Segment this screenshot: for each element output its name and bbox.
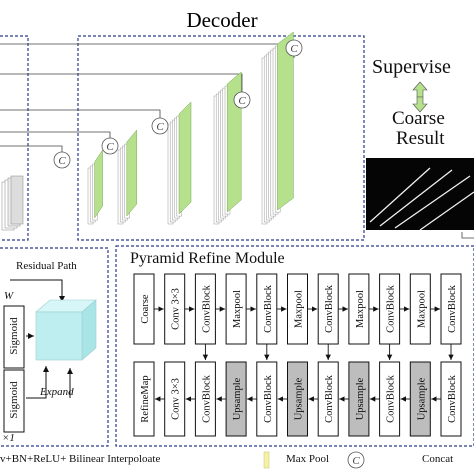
encoder-feature-stack <box>1 175 24 231</box>
x1-label: ×1 <box>2 432 15 444</box>
prm-bottom-block-3: ConvBlock <box>194 361 216 437</box>
prm-bottom-block-label: ConvBlock <box>201 374 212 423</box>
concat-icon-5: C <box>285 39 303 57</box>
prm-bottom-block-label: RefineMap <box>140 375 151 422</box>
prm-bottom-block-6: Upsample <box>287 361 308 437</box>
concat-icon-4: C <box>233 91 251 109</box>
prm-top-block-label: ConvBlock <box>324 284 335 333</box>
concat-icon-symbol: C <box>290 43 298 55</box>
prm-bottom-block-label: Upsample <box>416 377 427 420</box>
prm-top-block-6: Maxpool <box>287 273 308 345</box>
prm-bottom-block-4: Upsample <box>225 361 247 437</box>
prm-top-block-2: Conv 3×3 <box>164 273 186 345</box>
legend-maxpool-item: Max Pool <box>286 453 330 465</box>
prm-top-block-11: ConvBlock <box>440 273 462 345</box>
prm-top-block-1: Coarse <box>133 273 155 345</box>
prm-top-block-label: Maxpool <box>416 290 427 328</box>
prm-bottom-block-2: Conv 3×3 <box>164 361 186 437</box>
prm-top-block-5: ConvBlock <box>256 273 278 345</box>
result-label: Result <box>396 128 445 149</box>
prm-box <box>115 245 474 447</box>
sigmoid-label-top: Sigmoid <box>8 317 20 355</box>
decoder-stage-2 <box>117 129 138 225</box>
prm-top-block-label: Maxpool <box>355 290 366 328</box>
sigmoid-block-top <box>3 305 25 369</box>
prm-top-block-label: ConvBlock <box>386 284 397 333</box>
prm-top-block-label: ConvBlock <box>201 284 212 333</box>
concat-icon-1: C <box>53 151 71 169</box>
prm-bottom-block-label: Conv 3×3 <box>171 378 182 420</box>
w-label: W <box>4 290 14 302</box>
concat-icon-2: C <box>101 137 119 155</box>
prm-top-block-label: Conv 3×3 <box>171 288 182 330</box>
prm-bottom-block-label: Upsample <box>294 377 305 420</box>
decoder-box <box>77 35 365 241</box>
concat-icon-symbol: C <box>156 121 164 133</box>
prm-bottom-block-label: ConvBlock <box>263 374 274 423</box>
prm-bottom-block-label: ConvBlock <box>447 374 458 423</box>
prm-top-block-7: ConvBlock <box>317 273 339 345</box>
sigmoid-block-bottom <box>3 369 25 433</box>
legend-concat-item: Concat <box>422 453 454 465</box>
prm-top-block-label: Maxpool <box>232 290 243 328</box>
prm-top-block-label: Coarse <box>140 294 151 323</box>
prm-top-block-label: Maxpool <box>294 290 305 328</box>
prm-bottom-block-11: ConvBlock <box>440 361 462 437</box>
supervise-connector <box>461 232 474 239</box>
supervise-label: Supervise <box>372 56 451 78</box>
residual-path-arrow <box>10 279 65 302</box>
legend-concat-icon <box>347 451 365 469</box>
legend-conv-item: v+BN+ReLU+ Bilinear Interpoloate <box>0 453 161 465</box>
prm-top-block-4: Maxpool <box>225 273 247 345</box>
prm-top-block-8: Maxpool <box>348 273 370 345</box>
coarse-result-cracks <box>369 167 474 231</box>
prm-bottom-block-label: ConvBlock <box>324 374 335 423</box>
coarse-result-image <box>366 158 474 230</box>
prm-bottom-block-7: ConvBlock <box>317 361 339 437</box>
decoder-stage-3 <box>167 101 192 225</box>
decoder-stage-5 <box>261 31 294 225</box>
concat-circles: C C C C C <box>53 39 303 169</box>
attention-panel-box <box>0 247 109 447</box>
prm-title: Pyramid Refine Module <box>130 250 285 267</box>
decoder-stage-1 <box>87 149 103 225</box>
prm-bottom-block-1: RefineMap <box>133 361 155 437</box>
prm-bottom-block-label: ConvBlock <box>386 374 397 423</box>
expand-arrow <box>26 366 49 399</box>
prm-bottom-block-10: Upsample <box>409 361 431 437</box>
expand-label: Expand <box>40 386 74 398</box>
decoder-stages <box>87 31 294 225</box>
concat-icon-symbol: C <box>106 141 114 153</box>
prm-bottom-block-9: ConvBlock <box>379 361 401 437</box>
prm-bottom-block-label: Upsample <box>355 377 366 420</box>
supervise-double-arrow <box>412 81 428 113</box>
prm-top-block-3: ConvBlock <box>194 273 216 345</box>
encoder-box-edge <box>0 35 29 241</box>
concat-icon-symbol: C <box>58 155 66 167</box>
prm-top-block-10: Maxpool <box>409 273 431 345</box>
concat-icon-3: C <box>151 117 169 135</box>
decoder-title: Decoder <box>186 8 257 32</box>
sigmoid-label-bottom: Sigmoid <box>8 381 20 419</box>
residual-path-label: Residual Path <box>16 260 77 272</box>
prm-top-block-9: ConvBlock <box>379 273 401 345</box>
prm-top-block-label: ConvBlock <box>263 284 274 333</box>
expanded-attention-cube <box>35 299 97 361</box>
prm-top-block-label: ConvBlock <box>447 284 458 333</box>
concat-icon-symbol: C <box>238 95 246 107</box>
prm-bottom-block-label: Upsample <box>232 377 243 420</box>
legend-concat-symbol: C <box>352 455 360 467</box>
coarse-label: Coarse <box>392 108 445 129</box>
prm-bottom-block-5: ConvBlock <box>256 361 278 437</box>
prm-bottom-block-8: Upsample <box>348 361 370 437</box>
legend-maxpool-swatch <box>263 451 270 469</box>
